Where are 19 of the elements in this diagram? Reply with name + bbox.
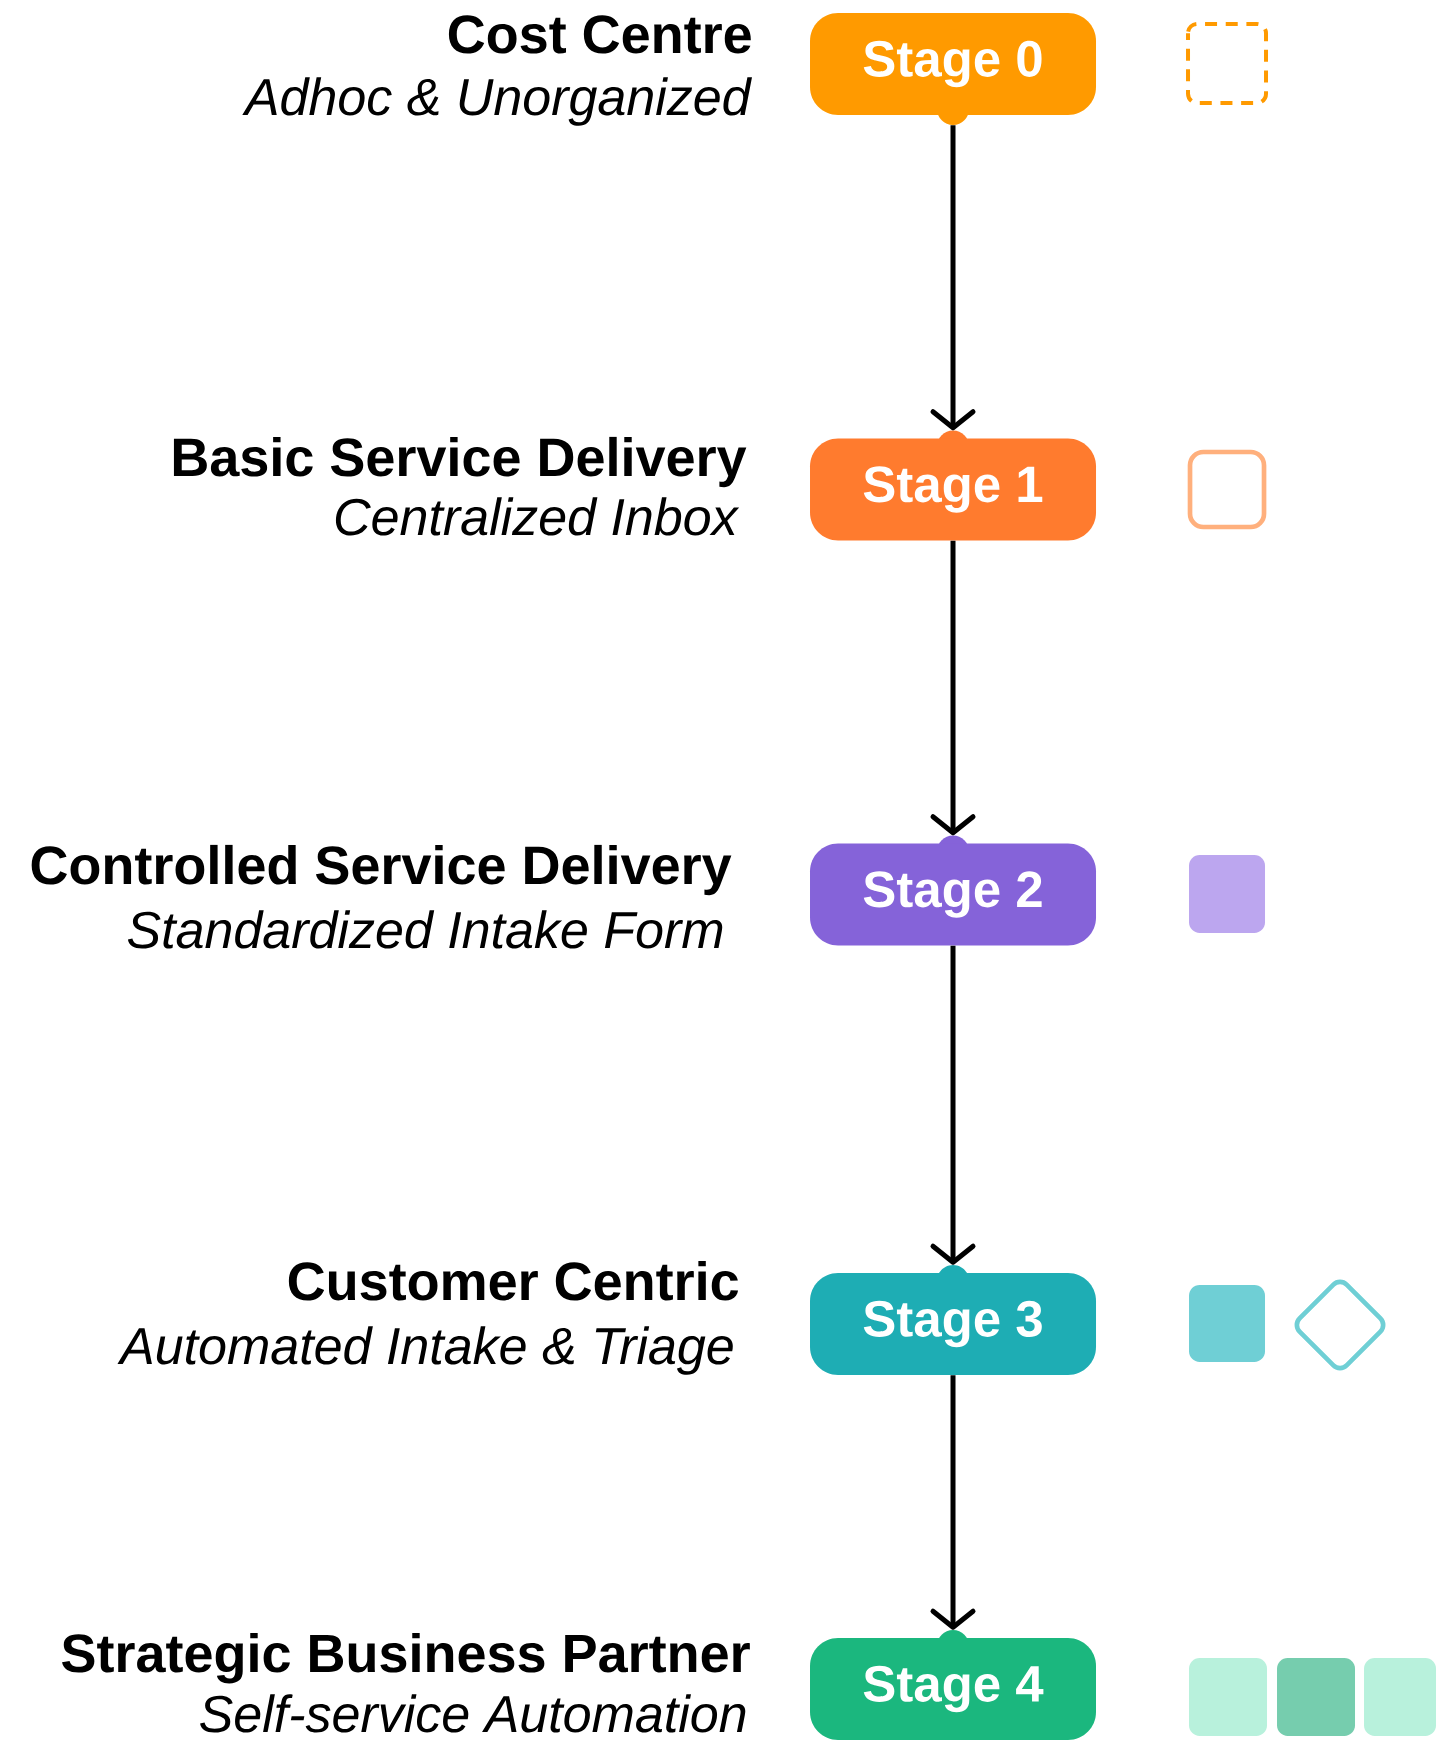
stage-box: Stage 3 xyxy=(810,1265,1096,1375)
stage-box: Stage 4 xyxy=(810,1630,1096,1740)
stage-subtitle: Automated Intake & Triage xyxy=(117,1326,733,1375)
stage-box: Stage 0 xyxy=(810,13,1096,125)
stage-subtitle: Adhoc & Unorganized xyxy=(242,77,752,126)
stage-heading: Strategic Business Partner xyxy=(62,1632,750,1684)
stage-heading: Customer Centric xyxy=(288,1260,739,1301)
arrow xyxy=(930,1375,976,1630)
stage-heading: Basic Service Delivery xyxy=(173,436,747,488)
arrow xyxy=(930,125,976,431)
stage-box: Stage 2 xyxy=(810,835,1096,946)
stage-subtitle: Centralized Inbox xyxy=(335,497,740,536)
stage-subtitle: Self-service Automation xyxy=(200,1694,746,1733)
arrow xyxy=(930,540,976,836)
stage-subtitle: Standardized Intake Form xyxy=(127,910,723,949)
stage-box: Stage 1 xyxy=(810,430,1096,541)
stage-heading: Cost Centre xyxy=(448,15,751,54)
arrow xyxy=(930,945,976,1265)
stage-heading: Controlled Service Delivery xyxy=(31,844,732,896)
